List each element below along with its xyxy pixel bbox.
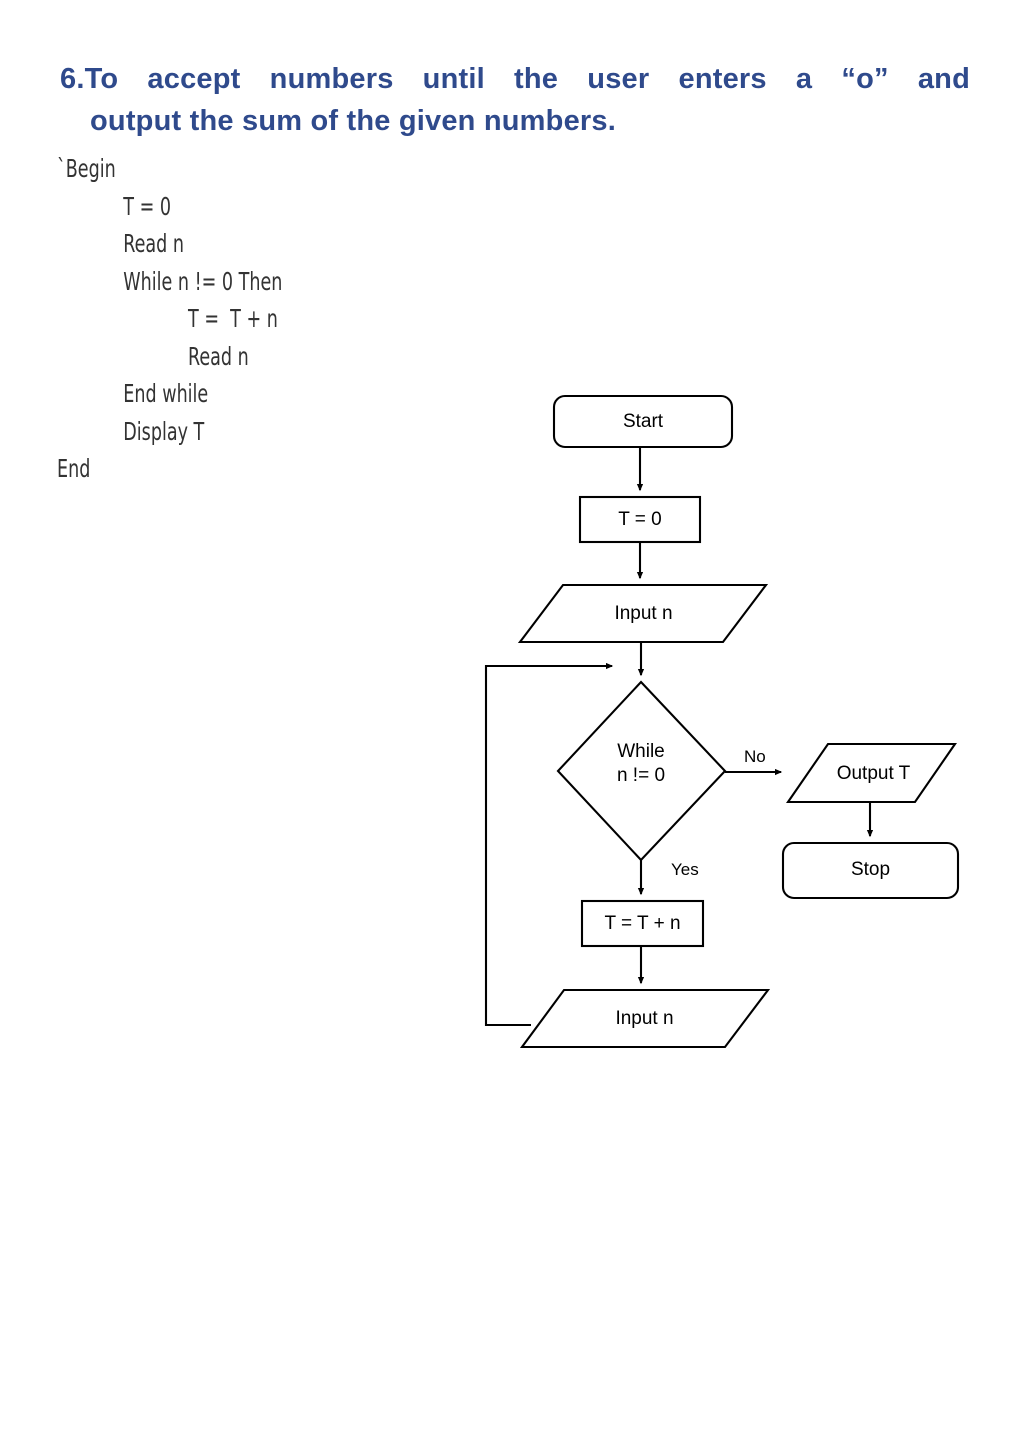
pseudocode-line: Read n xyxy=(123,229,184,258)
pseudocode-block: `Begin T = 0 Read n While n != 0 Then T … xyxy=(57,150,477,488)
pseudocode-line: Display T xyxy=(123,416,205,446)
node-decision-shape xyxy=(556,680,727,862)
page-title-line-2: output the sum of the given numbers. xyxy=(90,105,616,137)
page-title-number: 6. xyxy=(60,63,85,95)
edge-label-yes: Yes xyxy=(671,860,699,879)
pseudocode-line: Read n xyxy=(188,341,249,371)
page-title: 6.To accept numbers until the user enter… xyxy=(60,58,970,142)
pseudocode-line: `Begin xyxy=(57,154,116,183)
pseudocode-line: T = 0 xyxy=(123,191,172,221)
node-start-shape xyxy=(552,394,734,449)
node-init-shape xyxy=(578,495,702,544)
pseudocode-line: T = T + n xyxy=(188,304,278,333)
pseudocode-line: End while xyxy=(123,379,209,408)
edge-input2-to-decision-loop xyxy=(484,662,614,1027)
pseudocode-line: End xyxy=(57,454,91,483)
pseudocode-line: While n != 0 Then xyxy=(123,266,283,296)
node-output-shape xyxy=(786,742,957,804)
page-title-text-1: To accept numbers until the user enters … xyxy=(84,63,970,95)
node-input1-shape xyxy=(517,583,769,644)
edge-label-no: No xyxy=(744,747,766,766)
page-title-line-1: 6.To accept numbers until the user enter… xyxy=(60,58,970,100)
node-input2-shape xyxy=(519,988,771,1049)
node-accumulate-shape xyxy=(580,899,705,948)
node-stop-shape xyxy=(781,841,960,900)
